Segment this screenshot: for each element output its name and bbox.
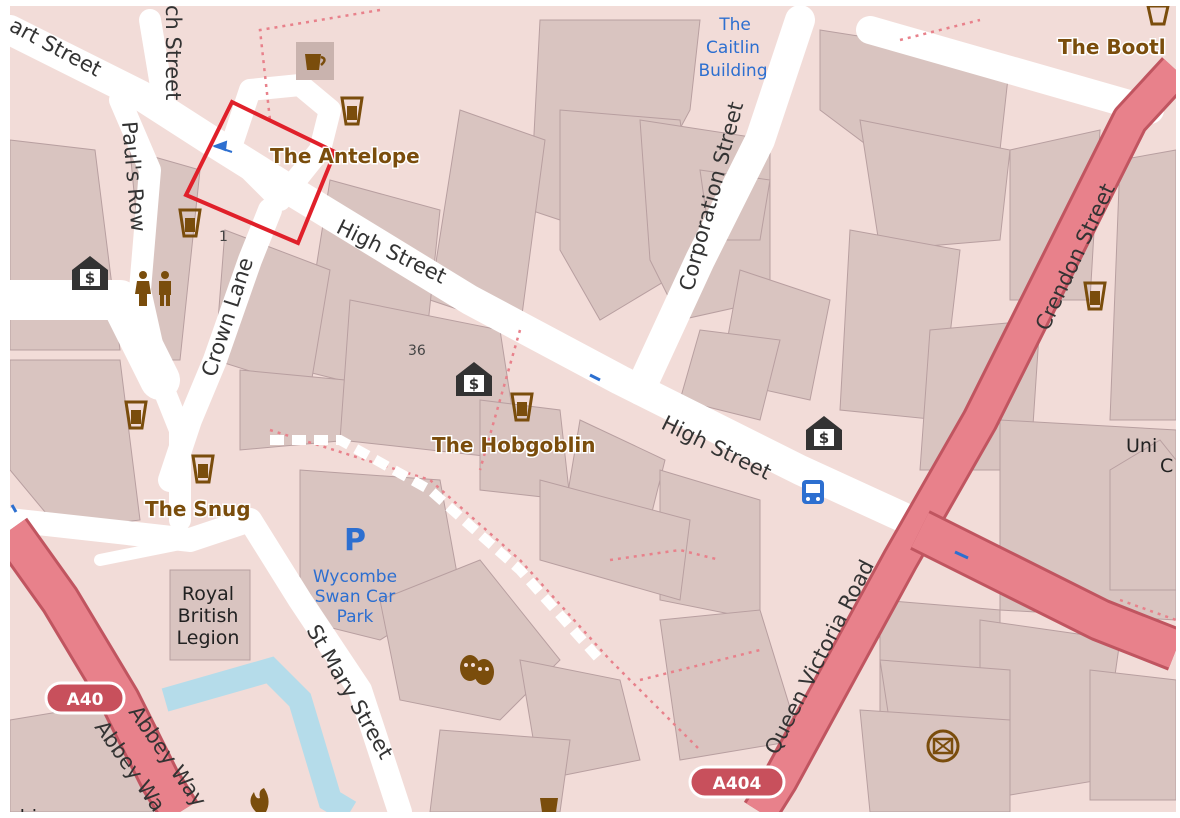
place-label-caitlin-1: The <box>718 15 751 35</box>
place-label-carpark-2: Swan Car <box>315 587 396 607</box>
bus-stop-icon[interactable] <box>802 480 824 504</box>
road-shield-a404-label: A404 <box>713 774 762 794</box>
poi-label-snug[interactable]: The Snug <box>144 496 253 523</box>
road-shield-a40-label: A40 <box>67 690 104 710</box>
place-label-union-2: C <box>1160 455 1173 477</box>
bank-icon-2[interactable]: $ <box>456 362 492 396</box>
toilets-icon[interactable] <box>135 271 171 306</box>
highlight-box[interactable] <box>183 99 338 246</box>
house-number-36: 36 <box>408 343 426 359</box>
place-label-union-1: Uni <box>1126 435 1157 457</box>
post-office-icon[interactable] <box>926 729 960 763</box>
place-label-caitlin-3: Building <box>699 61 768 81</box>
place-label-legion-2: British <box>178 605 239 627</box>
bottom-cafe-icon[interactable] <box>540 798 558 812</box>
footpath-layer <box>258 8 1177 751</box>
bank-icon-1[interactable]: $ <box>72 256 108 290</box>
theatre-icon[interactable] <box>460 655 494 685</box>
pub-icon-snug[interactable] <box>191 454 215 484</box>
house-number-1: 1 <box>219 229 228 245</box>
place-label-carpark-3: Park <box>337 607 374 627</box>
pub-icon-2[interactable] <box>124 400 148 430</box>
svg-text:$: $ <box>819 429 829 447</box>
street-label-church-street: ch Street <box>161 5 185 100</box>
place-label-legion-3: Legion <box>177 627 240 649</box>
pub-icon-1[interactable] <box>178 208 202 238</box>
poi-label-bootleg[interactable]: The Bootl <box>1057 34 1168 61</box>
place-label-legion-1: Royal <box>182 583 234 605</box>
place-label-caitlin-2: Caitlin <box>706 38 760 58</box>
parking-icon[interactable]: P <box>344 523 366 558</box>
poi-label-hobgoblin[interactable]: The Hobgoblin <box>431 432 598 459</box>
cafe-icon[interactable] <box>296 42 334 80</box>
fire-station-icon[interactable] <box>250 788 269 812</box>
minor-road-layer <box>0 5 1164 818</box>
place-label-carpark-1: Wycombe <box>313 567 397 587</box>
pub-icon-antelope[interactable] <box>340 96 364 126</box>
road-shield-a404: A404 <box>688 765 786 799</box>
bank-icon-3[interactable]: $ <box>806 416 842 450</box>
road-shield-a40: A40 <box>44 681 126 715</box>
river-wye <box>161 656 357 818</box>
svg-text:$: $ <box>85 269 95 287</box>
poi-label-antelope[interactable]: The Antelope <box>269 143 422 170</box>
svg-text:$: $ <box>469 375 479 393</box>
pedestrian-way <box>270 435 604 664</box>
oneway-arrows <box>10 140 969 560</box>
pub-icon-hobgoblin[interactable] <box>510 392 534 422</box>
pub-icon-crendon[interactable] <box>1083 281 1107 311</box>
